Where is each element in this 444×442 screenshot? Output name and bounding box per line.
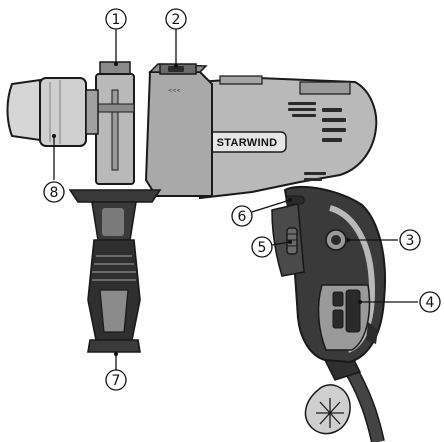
svg-text:6: 6 <box>238 209 247 225</box>
svg-text:3: 3 <box>406 233 415 249</box>
callouts: 1 2 3 4 5 6 7 8 <box>43 8 441 391</box>
leader-lines <box>53 28 418 370</box>
depth-rod-clamp <box>95 61 135 185</box>
svg-text:8: 8 <box>50 185 59 201</box>
svg-text:4: 4 <box>426 295 435 311</box>
svg-text:5: 5 <box>258 240 267 256</box>
lock-button <box>285 195 305 205</box>
vent-grille <box>288 102 346 181</box>
pistol-grip <box>283 185 387 364</box>
callout-2: 2 <box>165 8 187 30</box>
auxiliary-handle <box>68 189 162 353</box>
svg-text:2: 2 <box>172 12 181 28</box>
brand-text: STARWIND <box>217 137 278 149</box>
callout-8: 8 <box>43 181 65 203</box>
callout-6: 6 <box>231 205 253 227</box>
callout-5: 5 <box>251 236 273 258</box>
mode-switch: <<< <box>159 63 197 94</box>
leader-dots <box>52 62 362 356</box>
callout-7: 7 <box>105 369 127 391</box>
svg-text:7: 7 <box>112 373 121 389</box>
svg-text:<<<: <<< <box>168 88 181 94</box>
reverse-switch <box>325 229 347 251</box>
speed-wheel <box>286 227 298 255</box>
callout-3: 3 <box>399 229 421 251</box>
svg-text:1: 1 <box>112 12 121 28</box>
callout-4: 4 <box>419 291 441 313</box>
gearbox-collar <box>144 63 213 197</box>
cord-strain-relief <box>304 384 351 435</box>
callout-1: 1 <box>105 8 127 30</box>
drill-chuck <box>6 77 99 147</box>
